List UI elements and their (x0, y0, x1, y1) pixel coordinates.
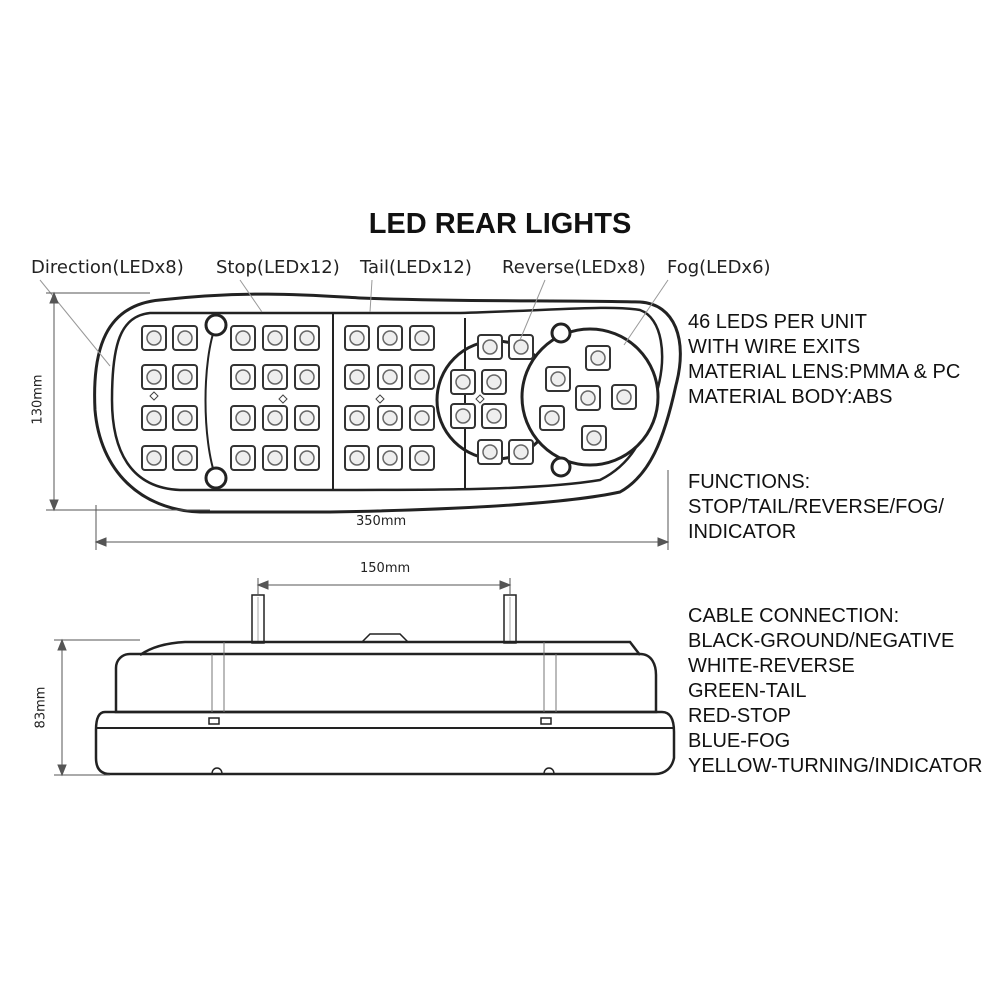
spec-line: MATERIAL LENS:PMMA & PC (688, 361, 961, 383)
led-reverse-lens (455, 374, 471, 390)
led-fog-lens (586, 430, 602, 446)
led-fog-lens (550, 371, 566, 387)
led-stop-lens (235, 450, 251, 466)
cable-line: BLACK-GROUND/NEGATIVE (688, 630, 955, 652)
led-direction-lens (146, 330, 162, 346)
led-fog-lens (616, 389, 632, 405)
divider-direction-stop (204, 324, 217, 479)
led-stop-lens (299, 450, 315, 466)
led-reverse-lens (482, 339, 498, 355)
body-top-cap (139, 640, 641, 657)
led-tail-lens (414, 450, 430, 466)
led-fog-lens (590, 350, 606, 366)
cable-line: WHITE-REVERSE (688, 655, 855, 677)
spec-list: 46 LEDS PER UNIT WITH WIRE EXITS MATERIA… (688, 310, 960, 410)
cable-line: BLUE-FOG (688, 730, 791, 752)
functions-line: STOP/TAIL/REVERSE/FOG/ (688, 496, 944, 518)
led-direction-lens (146, 369, 162, 385)
led-reverse-lens (486, 408, 502, 424)
dimension-130mm: 130mm (30, 374, 46, 425)
functions-list: FUNCTIONS: STOP/TAIL/REVERSE/FOG/ INDICA… (688, 470, 944, 545)
led-direction-lens (177, 369, 193, 385)
label-direction: Direction(LEDx8) (31, 257, 184, 278)
marker-reverse (475, 394, 485, 404)
led-stop-lens (235, 369, 251, 385)
led-stop-lens (267, 369, 283, 385)
led-tail-lens (414, 410, 430, 426)
screw-hole-top-left (204, 313, 228, 337)
spec-line: MATERIAL BODY:ABS (688, 386, 893, 408)
led-stop-lens (299, 369, 315, 385)
lamp-outline-outer (93, 292, 682, 514)
led-tail-lens (349, 410, 365, 426)
led-group (141, 325, 637, 471)
led-stop-lens (267, 410, 283, 426)
led-direction-lens (177, 450, 193, 466)
led-reverse-lens (482, 444, 498, 460)
led-tail-lens (382, 450, 398, 466)
screw-hole-top-right (550, 322, 572, 344)
led-tail-lens (349, 369, 365, 385)
led-fog-lens (580, 390, 596, 406)
dimension-350mm: 350mm (356, 514, 407, 529)
led-tail-lens (382, 330, 398, 346)
led-stop-lens (235, 410, 251, 426)
leader-lines (39, 279, 669, 367)
side-view (94, 594, 676, 776)
dimension-150mm-lines (256, 578, 512, 595)
marker-tail (375, 394, 385, 404)
body-upper (114, 652, 658, 714)
label-stop: Stop(LEDx12) (216, 257, 340, 278)
led-reverse-lens (513, 339, 529, 355)
page-title: LED REAR LIGHTS (368, 208, 632, 240)
screw-hole-bottom-right (550, 456, 572, 478)
led-tail-lens (382, 410, 398, 426)
label-fog: Fog(LEDx6) (667, 257, 771, 278)
wire-exit (361, 633, 409, 643)
dimension-350mm-lines (94, 470, 670, 550)
led-reverse-lens (455, 408, 471, 424)
led-direction-lens (177, 410, 193, 426)
led-stop-lens (235, 330, 251, 346)
led-stop-lens (299, 410, 315, 426)
screw-hole-bottom-left (204, 466, 228, 490)
led-tail-lens (382, 369, 398, 385)
functions-line: INDICATOR (688, 521, 797, 543)
lamp-outline-inner (110, 306, 664, 492)
led-stop-lens (299, 330, 315, 346)
led-direction-lens (146, 410, 162, 426)
cable-line: RED-STOP (688, 705, 791, 727)
led-tail-lens (414, 330, 430, 346)
dimension-150mm: 150mm (360, 561, 411, 576)
dimension-83mm: 83mm (33, 686, 49, 729)
led-direction-lens (146, 450, 162, 466)
led-direction-lens (177, 330, 193, 346)
led-tail-lens (349, 330, 365, 346)
label-reverse: Reverse(LEDx8) (502, 257, 646, 278)
dimension-130mm-lines (46, 291, 210, 512)
led-reverse-lens (486, 374, 502, 390)
led-tail-lens (414, 369, 430, 385)
cable-line: CABLE CONNECTION: (688, 605, 900, 627)
cable-list: CABLE CONNECTION: BLACK-GROUND/NEGATIVE … (688, 604, 982, 779)
led-fog-lens (544, 410, 560, 426)
spec-line: 46 LEDS PER UNIT (688, 311, 867, 333)
label-tail: Tail(LEDx12) (360, 257, 472, 278)
marker-stop (278, 394, 288, 404)
body-lower (94, 710, 676, 776)
spec-line: WITH WIRE EXITS (688, 336, 861, 358)
functions-line: FUNCTIONS: (688, 471, 811, 493)
marker-direction (149, 391, 159, 401)
dimension-83mm-lines (54, 638, 140, 777)
led-tail-lens (349, 450, 365, 466)
cable-line: YELLOW-TURNING/INDICATOR (688, 755, 983, 777)
led-stop-lens (267, 330, 283, 346)
led-stop-lens (267, 450, 283, 466)
led-reverse-lens (513, 444, 529, 460)
cable-line: GREEN-TAIL (688, 680, 807, 702)
